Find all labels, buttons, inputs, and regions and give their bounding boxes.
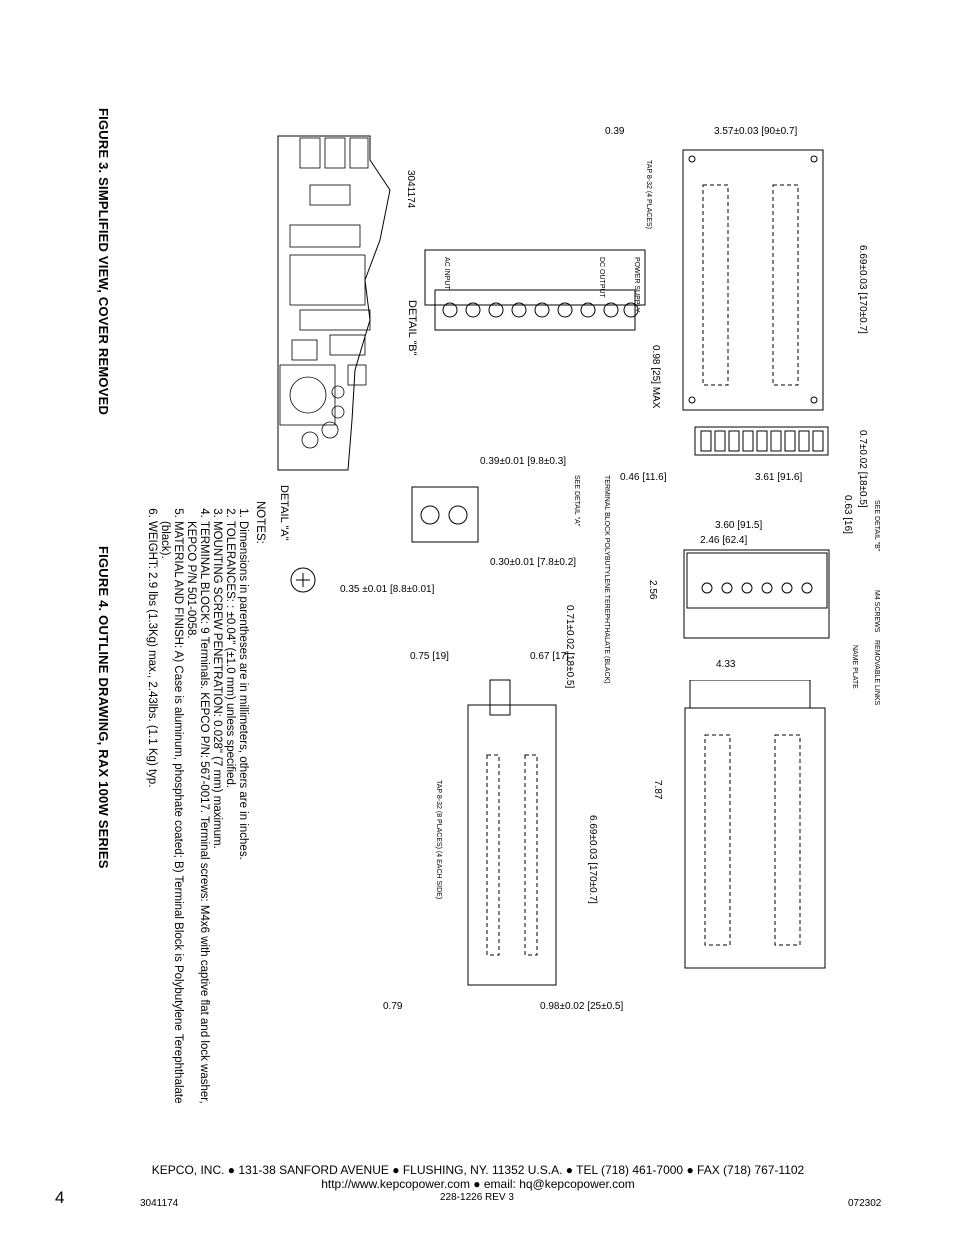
tap-callout: TAP 8-32 (8 PLACES) (4 EACH SIDE) [435,780,442,900]
footer-address: 131-38 SANFORD AVENUE [238,1163,389,1177]
unit-bottom-view [684,680,826,969]
dim-label: 0.39±0.01 [9.8±0.3] [480,456,567,467]
note-item: TERMINAL BLOCK: 9 Terminals. KEPCO P/N: … [184,521,210,1121]
footer-left-code: 3041174 [140,1198,179,1209]
footer-date: 072302 [848,1198,882,1209]
dim-label: 7.87 [652,780,663,800]
notes-list: Dimensions in parentheses are in millime… [145,501,249,1121]
footer-address-line: KEPCO, INC. ● 131-38 SANFORD AVENUE ● FL… [151,1163,805,1177]
notes-heading: NOTES: [254,501,266,544]
dim-label: 6.69±0.03 [170±0.7] [857,245,868,334]
figure3-title: FIGURE 3. SIMPLIFIED VIEW, COVER REMOVED [96,108,111,416]
see-detail-b: SEE DETAIL "B" [873,500,880,552]
dim-label: 0.30±0.01 [7.8±0.2] [490,557,577,568]
note-item: WEIGHT: 2.9 lbs (1.3Kg) max., 2.43lbs. (… [145,521,158,1121]
ac-input-label: AC INPUT [443,257,450,290]
dim-label: 2.46 [62.4] [700,535,748,546]
dim-label: 0.39 [605,126,625,137]
detail-a-terminal [411,486,479,543]
power-supply-label: POWER SUPPLY [633,257,640,313]
dim-label: 6.69±0.03 [170±0.7] [587,815,598,904]
dim-label: 0.46 [11.6] [620,472,667,483]
figure3-board: 3041174 [277,135,416,471]
dim-label: 2.56 [647,580,658,600]
notes-block: NOTES: Dimensions in parentheses are in … [145,501,266,1121]
removable-links-callout: REMOVABLE LINKS [873,640,880,706]
figure4-title: FIGURE 4. OUTLINE DRAWING, RAX 100W SERI… [96,546,111,869]
detail-b-terminal-block: POWER SUPPLY AC INPUT DC OUTPUT [424,249,646,331]
m4-screws-callout: M4 SCREWS [873,590,880,633]
footer-doc-number: 228-1226 REV 3 [440,1192,514,1203]
unit-side-view [467,679,557,986]
footer-tel: TEL (718) 461-7000 [576,1163,684,1177]
name-plate-callout: NAME PLATE [851,645,858,689]
footer-web-line: http://www.kepcopower.com ● email: hq@ke… [321,1177,635,1191]
figure3-partno: 3041174 [405,170,416,209]
dim-label: 3.61 [91.6] [755,472,803,483]
dim-label: 0.75 [19] [410,651,449,662]
dim-label: 4.33 [716,659,736,670]
dc-output-label: DC OUTPUT [598,257,605,299]
dim-label: 0.98 [25] MAX [650,345,661,409]
unit-top-view [682,149,824,411]
dim-label: 3.57±0.03 [90±0.7] [714,126,798,137]
dim-label: 0.71±0.02 [18±0.5] [564,605,575,689]
note-item: MATERIAL AND FINISH: A) Case is aluminum… [158,521,184,1121]
unit-end-view [683,549,830,639]
terminal-screw-detail [290,567,316,593]
note-item: TOLERANCES: : ±0.04" (±1.0 mm) unless sp… [223,521,236,1121]
detail-a-label: DETAIL "A" [278,485,290,541]
tap-callout: TAP 8-32 (4 PLACES) [645,160,652,229]
dim-label: 0.63 [16] [842,495,853,534]
footer-fax: FAX (718) 767-1102 [697,1163,805,1177]
dim-label: 3.60 [91.5] [715,520,763,531]
terminal-block-callout: TERMINAL BLOCK POLYBUTYLENE TEREPHTHALAT… [603,475,610,684]
footer-company: KEPCO, INC. [151,1163,225,1177]
footer-city: FLUSHING, NY. 11352 U.S.A. [402,1163,563,1177]
footer-email-link[interactable]: email: hq@kepcopower.com [483,1177,635,1191]
note-item: MOUNTING SCREW PENETRATION: 0.028" (7 mm… [210,521,223,1121]
dim-label: 0.67 [17] [530,651,569,662]
dim-label: 0.35 ±0.01 [8.8±0.01] [340,584,435,595]
dim-label: 0.79 [383,1001,403,1012]
unit-terminal-strip [694,426,829,456]
footer-web-link[interactable]: http://www.kepcopower.com [321,1177,470,1191]
see-detail-a: SEE DETAIL "A" [573,475,580,527]
page-number: 4 [55,1188,65,1207]
dim-label: 0.7±0.02 [18±0.5] [857,430,868,508]
note-item: Dimensions in parentheses are in millime… [236,521,249,1121]
dim-label: 0.98±0.02 [25±0.5] [540,1001,624,1012]
